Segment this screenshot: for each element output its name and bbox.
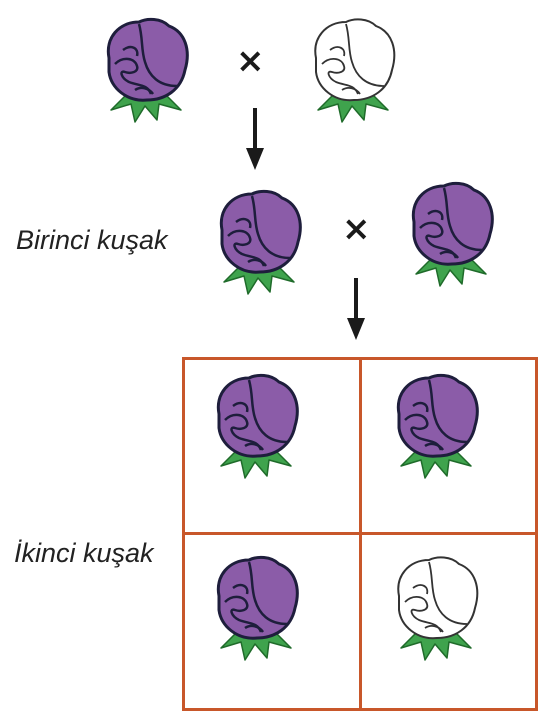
down-arrow-to-second-generation: [346, 278, 366, 340]
first-generation-label: Birinci kuşak: [16, 225, 168, 255]
second-generation-label: İkinci kuşak: [14, 538, 154, 568]
flower-icon: [216, 555, 299, 662]
flower-icon: [216, 373, 299, 480]
punnett-horizontal-divider: [182, 532, 538, 535]
parent-white-flower: [302, 14, 402, 124]
flower-icon: [314, 18, 396, 124]
f1-purple-flower-right: [400, 178, 500, 288]
f2-flower-bottom-right: [385, 552, 485, 662]
flower-icon: [396, 373, 479, 480]
down-arrow-to-first-generation: [245, 108, 265, 170]
flower-icon: [219, 189, 302, 296]
f1-purple-flower-left: [208, 186, 308, 296]
f2-flower-top-left: [205, 370, 305, 480]
cross-symbol-first-generation: ×: [342, 209, 371, 249]
arrow-down-icon: [347, 278, 365, 340]
cross-symbol-parents: ×: [236, 41, 265, 81]
parent-purple-flower: [95, 14, 195, 124]
flower-icon: [106, 17, 189, 124]
flower-icon: [397, 556, 479, 661]
f2-flower-bottom-left: [205, 552, 305, 662]
flower-icon: [411, 181, 494, 288]
arrow-down-icon: [246, 108, 264, 170]
f2-flower-top-right: [385, 370, 485, 480]
